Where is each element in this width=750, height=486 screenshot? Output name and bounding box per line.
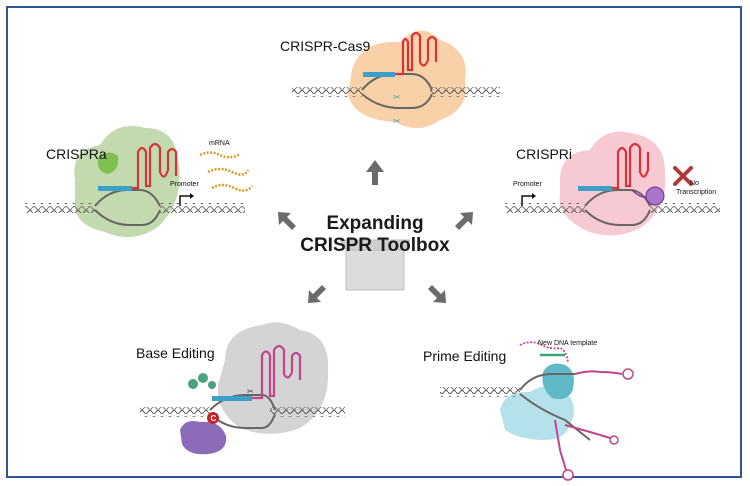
cas9-spacer	[363, 72, 395, 77]
crispra-guide-rna	[132, 142, 178, 190]
crispri-spacer	[578, 186, 612, 191]
toolbox-lid	[339, 239, 411, 251]
crispri-guide-rna	[612, 142, 650, 190]
center-title-line1: Expanding	[326, 213, 424, 234]
cas9-guide-rna	[395, 31, 438, 76]
base-editing-title: Base Editing	[136, 345, 215, 361]
crispra-mrna-1	[199, 151, 241, 159]
crispra-title: CRISPRa	[46, 146, 107, 162]
prime-cas9-blob	[542, 363, 574, 400]
crispra-mrna-label: mRNA	[209, 140, 230, 147]
crispra-mrna-3	[211, 183, 253, 192]
crispra-activator-domain	[97, 152, 119, 174]
cas9-dna-right	[430, 87, 500, 97]
prime-dna-left	[440, 387, 520, 397]
cas9-panel: ✂ ✂	[292, 30, 500, 129]
prime-pegrna-hairpin-top	[622, 368, 634, 380]
center-toolbox	[339, 239, 411, 291]
prime-pegrna-hairpin-bottom	[562, 469, 574, 481]
prime-pegrna-loop-top	[574, 370, 623, 375]
crispra-protein-blob	[74, 126, 180, 238]
center-title: Expanding CRISPR Toolbox	[300, 213, 450, 257]
base-dna-left	[140, 407, 210, 417]
base-deaminase-2	[198, 373, 208, 383]
cas9-title: CRISPR-Cas9	[280, 38, 371, 54]
base-target-c-badge	[207, 412, 219, 424]
crispra-panel	[25, 126, 253, 238]
crispra-promoter-arrow	[179, 195, 190, 206]
crispri-dna-right	[650, 203, 720, 213]
arrows	[278, 160, 473, 303]
crispra-promoter-arrowhead	[190, 193, 194, 199]
base-deaminase-1	[188, 379, 198, 389]
arrow-up-right	[455, 212, 473, 230]
base-dna-bubble	[209, 394, 276, 429]
base-guide-rna	[252, 344, 302, 400]
crispri-repressor-domain	[645, 186, 665, 206]
prime-template-label: New DNA template	[538, 340, 598, 347]
arrow-up-left	[278, 212, 296, 230]
prime-editing-panel	[440, 341, 634, 481]
arrow-up	[366, 160, 384, 185]
cas9-dna-left	[292, 87, 362, 97]
center-title-line2: CRISPR Toolbox	[300, 235, 450, 256]
prime-pegrna-hairpin-right	[609, 435, 619, 445]
crispri-promoter-arrowhead	[532, 193, 536, 199]
crispri-panel	[505, 131, 720, 236]
crispri-transcription-label: Transcription	[676, 189, 717, 196]
crispra-dna-right	[160, 203, 245, 213]
base-deaminase-3	[208, 381, 216, 389]
arrow-down-left	[308, 285, 326, 303]
crispra-dna-bubble	[94, 189, 161, 226]
prime-pegrna-stem-bottom	[554, 419, 567, 471]
crispri-dna-left	[505, 203, 585, 213]
crispri-no-label: No	[690, 180, 699, 187]
base-target-c-letter: C	[211, 414, 217, 423]
crispra-dna-left	[25, 203, 95, 213]
crispri-promoter-arrow	[521, 195, 532, 206]
crispra-mrna-2	[207, 167, 250, 176]
cas9-scissors-top: ✂	[393, 92, 401, 102]
prime-editing-title: Prime Editing	[423, 348, 507, 364]
base-dna-right	[270, 407, 345, 417]
cas9-scissors-bottom: ✂	[393, 116, 401, 126]
crispri-protein-blob	[559, 131, 666, 236]
arrow-down-right	[428, 285, 446, 303]
crispri-promoter-label: Promoter	[513, 181, 542, 188]
base-nick-scissors: ✂	[247, 387, 254, 396]
no-transcription-x-icon	[673, 166, 693, 186]
base-spacer	[212, 396, 252, 401]
crispra-promoter-label: Promoter	[170, 181, 199, 188]
prime-dna-bubble	[519, 373, 591, 441]
base-ugi-blob	[180, 421, 227, 455]
crispri-title: CRISPRi	[516, 146, 573, 162]
base-editing-panel: C ✂	[140, 322, 345, 455]
crispra-spacer	[98, 186, 132, 191]
prime-pegrna-branch	[564, 424, 611, 439]
